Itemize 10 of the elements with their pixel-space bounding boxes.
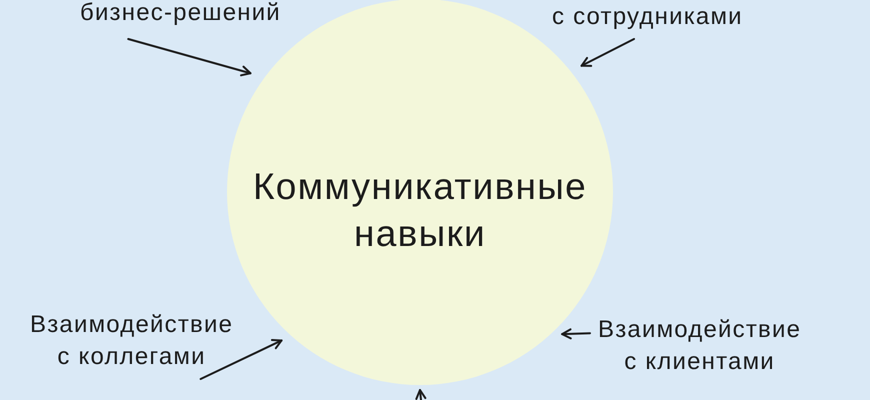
arrow [127, 38, 252, 76]
arrow [200, 339, 283, 380]
arrow [415, 389, 426, 400]
text-label: Взаимодействие с клиентами [598, 314, 802, 378]
text-label: бизнес-решений [80, 0, 281, 29]
arrow [561, 328, 591, 340]
text-label: Взаимодействие с коллегами [30, 309, 234, 373]
arrow [580, 38, 636, 67]
circle-label: Коммуникативные навыки [252, 165, 588, 256]
text-label: с сотрудниками [552, 1, 743, 33]
